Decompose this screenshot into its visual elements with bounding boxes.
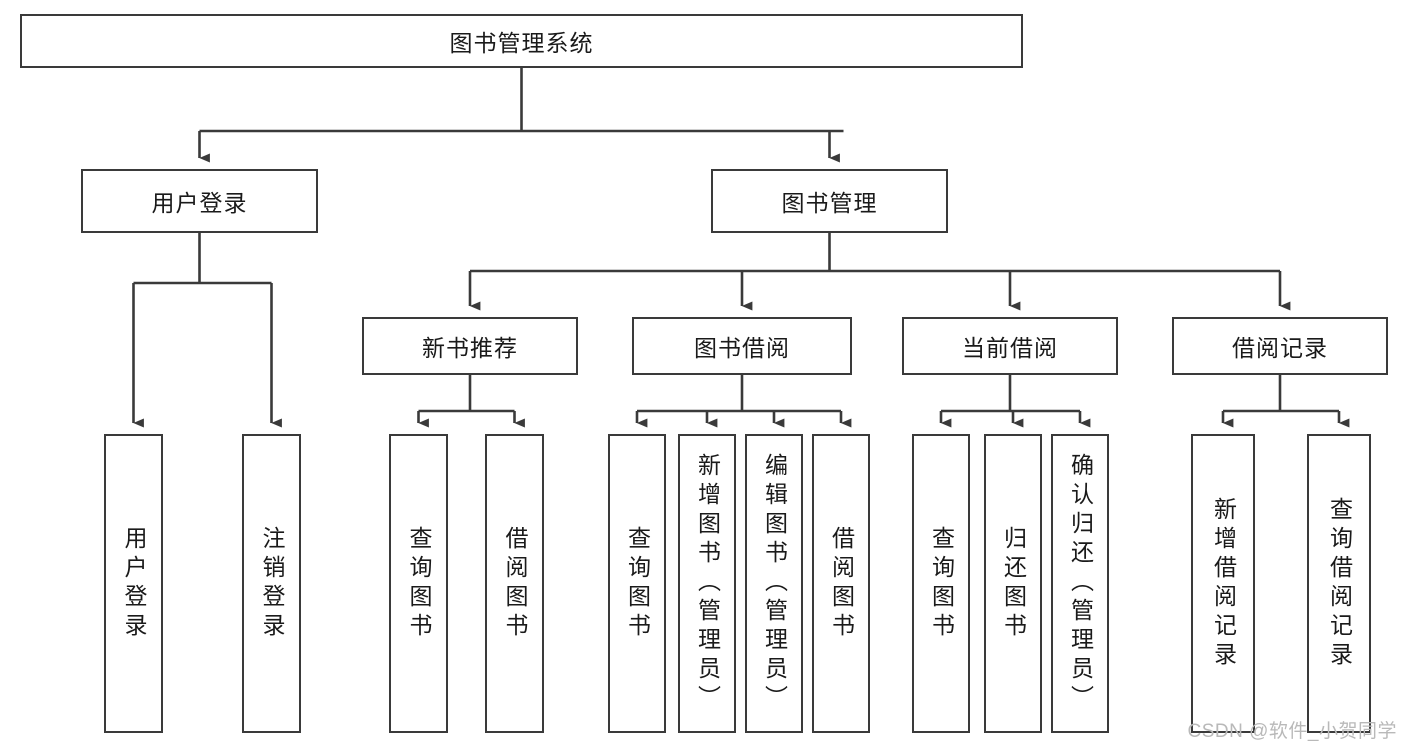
leaf-return-book-label: 归还图书 (1000, 525, 1027, 642)
node-borrow-record[interactable]: 借阅记录 (1172, 317, 1388, 375)
node-current-borrow[interactable]: 当前借阅 (902, 317, 1118, 375)
leaf-confirm-return[interactable]: 确认归还（管理员） (1051, 434, 1109, 733)
node-root-label: 图书管理系统 (449, 30, 594, 56)
leaf-logout[interactable]: 注销登录 (242, 434, 301, 733)
leaf-query-record-label: 查询借阅记录 (1326, 496, 1353, 671)
leaf-query-book-2-label: 查询图书 (624, 525, 651, 642)
leaf-edit-book-label: 编辑图书（管理员） (761, 453, 788, 714)
leaf-logout-label: 注销登录 (259, 525, 285, 642)
leaf-edit-book[interactable]: 编辑图书（管理员） (745, 434, 803, 733)
leaf-query-book-3-label: 查询图书 (928, 525, 955, 642)
leaf-confirm-return-label: 确认归还（管理员） (1067, 453, 1094, 714)
leaf-borrow-book-2-label: 借阅图书 (828, 525, 855, 642)
node-book-manage[interactable]: 图书管理 (711, 169, 948, 233)
leaf-add-record[interactable]: 新增借阅记录 (1191, 434, 1255, 733)
node-user-login[interactable]: 用户登录 (81, 169, 318, 233)
node-root[interactable]: 图书管理系统 (20, 14, 1023, 68)
leaf-add-record-label: 新增借阅记录 (1210, 496, 1237, 671)
leaf-add-book-label: 新增图书（管理员） (694, 453, 721, 714)
node-borrow-record-label: 借阅记录 (1232, 335, 1328, 361)
leaf-borrow-book-2[interactable]: 借阅图书 (812, 434, 870, 733)
leaf-query-book-2[interactable]: 查询图书 (608, 434, 666, 733)
node-user-login-label: 用户登录 (151, 190, 248, 216)
node-book-borrow[interactable]: 图书借阅 (632, 317, 852, 375)
node-current-borrow-label: 当前借阅 (962, 335, 1058, 361)
leaf-borrow-book-1-label: 借阅图书 (502, 525, 528, 642)
leaf-query-book-3[interactable]: 查询图书 (912, 434, 970, 733)
watermark: CSDN @软件_小贺同学 (1187, 721, 1397, 742)
leaf-add-book[interactable]: 新增图书（管理员） (678, 434, 736, 733)
node-book-borrow-label: 图书借阅 (694, 335, 790, 361)
leaf-query-book-1-label: 查询图书 (406, 525, 432, 642)
node-new-book-recommend-label: 新书推荐 (422, 335, 518, 361)
leaf-query-record[interactable]: 查询借阅记录 (1307, 434, 1371, 733)
leaf-query-book-1[interactable]: 查询图书 (389, 434, 448, 733)
leaf-user-login-label: 用户登录 (121, 525, 147, 642)
leaf-borrow-book-1[interactable]: 借阅图书 (485, 434, 544, 733)
leaf-user-login[interactable]: 用户登录 (104, 434, 163, 733)
leaf-return-book[interactable]: 归还图书 (984, 434, 1042, 733)
node-book-manage-label: 图书管理 (781, 190, 878, 216)
node-new-book-recommend[interactable]: 新书推荐 (362, 317, 578, 375)
